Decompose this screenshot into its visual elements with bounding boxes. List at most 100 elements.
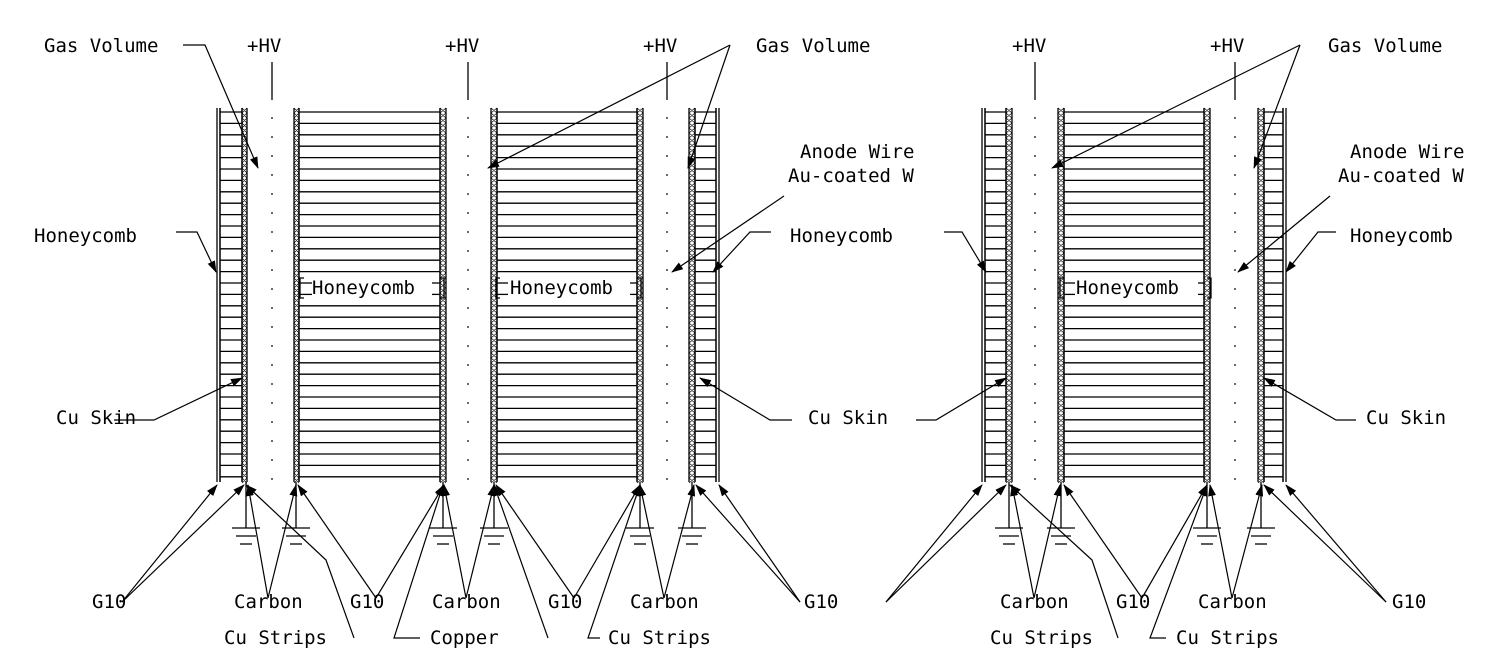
- honeycomb-panel: [984, 108, 1007, 482]
- label-gas-volume: Gas Volume: [44, 35, 158, 57]
- honeycomb-arrow: [944, 231, 987, 273]
- label-anode-wire: Anode Wire: [800, 141, 914, 163]
- anode-wire: [1234, 440, 1236, 442]
- anode-wire: [467, 478, 469, 480]
- anode-wire: [1034, 345, 1036, 347]
- anode-wire: [1234, 136, 1236, 138]
- gas-volume-arrow: [183, 44, 259, 169]
- label-g10: G10: [804, 591, 838, 613]
- cu-skin-arrow: [114, 377, 243, 421]
- anode-wire: [666, 421, 668, 423]
- anode-wire: [271, 117, 273, 119]
- anode-wire-arrow: [671, 195, 785, 273]
- carbon-layer: [1257, 107, 1265, 484]
- anode-wire: [1034, 478, 1036, 480]
- g10-arrow: [1263, 484, 1387, 603]
- honeycomb-panel: [694, 108, 717, 482]
- copper-layer: [439, 107, 447, 484]
- anode-wire: [1034, 421, 1036, 423]
- anode-wire: [467, 250, 469, 252]
- anode-wire: [1234, 459, 1236, 461]
- anode-wire: [1234, 269, 1236, 271]
- honeycomb-arrow: [176, 231, 217, 273]
- label-carbon: Carbon: [234, 591, 303, 613]
- anode-wire: [271, 345, 273, 347]
- anode-wire: [1234, 478, 1236, 480]
- anode-wire: [1234, 250, 1236, 252]
- g10-arrow: [1063, 484, 1143, 599]
- anode-wire: [666, 326, 668, 328]
- anode-wire: [467, 193, 469, 195]
- label-g10: G10: [1116, 591, 1150, 613]
- label-hv: +HV: [1012, 35, 1046, 57]
- anode-wire: [271, 288, 273, 290]
- anode-wire: [271, 326, 273, 328]
- label-g10: G10: [548, 591, 582, 613]
- anode-wire: [1034, 364, 1036, 366]
- anode-wire: [467, 307, 469, 309]
- g10-arrow: [297, 484, 377, 599]
- anode-wire: [666, 288, 668, 290]
- anode-wire: [1234, 326, 1236, 328]
- anode-wire: [1234, 421, 1236, 423]
- anode-wire: [666, 231, 668, 233]
- strip-crosshatch: [490, 107, 498, 484]
- anode-wire: [271, 174, 273, 176]
- anode-wire-plane: [271, 62, 273, 480]
- cu-strip-layer: [1005, 107, 1013, 484]
- anode-wire: [1034, 155, 1036, 157]
- anode-wire: [1234, 307, 1236, 309]
- g10-arrow: [885, 484, 1007, 603]
- anode-wire: [666, 345, 668, 347]
- anode-wire: [271, 364, 273, 366]
- cu-strips-arrow: [1149, 484, 1208, 639]
- label-honeycomb: Honeycomb: [34, 225, 137, 247]
- anode-wire: [666, 212, 668, 214]
- carbon-arrow: [1208, 484, 1233, 599]
- anode-wire: [666, 440, 668, 442]
- carbon-arrow: [663, 484, 696, 599]
- gas-volume-arrow: [1253, 44, 1301, 169]
- label-carbon: Carbon: [1198, 591, 1267, 613]
- chamber-layers: [216, 62, 1287, 484]
- carbon-arrow: [1010, 484, 1035, 599]
- anode-wire: [1034, 193, 1036, 195]
- label-hv: +HV: [1210, 35, 1244, 57]
- label-cu-skin: Cu Skin: [56, 407, 136, 429]
- anode-wire: [271, 440, 273, 442]
- label-cu-strips: Cu Strips: [1176, 627, 1279, 649]
- anode-wire: [1034, 288, 1036, 290]
- anode-wire: [467, 364, 469, 366]
- g10-arrow: [695, 484, 801, 603]
- anode-wire: [467, 345, 469, 347]
- anode-wire: [666, 459, 668, 461]
- honeycomb-panel: [219, 108, 243, 482]
- label-cu-skin: Cu Skin: [808, 407, 888, 429]
- carbon-layer: [293, 107, 300, 484]
- anode-wire: [1234, 155, 1236, 157]
- g10-arrow: [121, 484, 218, 603]
- label-cu-strips: Cu Strips: [608, 627, 711, 649]
- strip-crosshatch: [1203, 107, 1211, 484]
- anode-wire: [1034, 326, 1036, 328]
- carbon-arrow: [1033, 484, 1062, 599]
- g10-arrow: [1141, 484, 1208, 599]
- label-copper: Copper: [430, 627, 499, 649]
- anode-wire-plane: [1034, 62, 1036, 480]
- callout-arrows: [114, 44, 1387, 639]
- gas-volume-arrow: [687, 44, 731, 169]
- strip-crosshatch: [1057, 107, 1065, 484]
- cu-strips-arrow: [1009, 484, 1119, 639]
- anode-wire: [666, 250, 668, 252]
- anode-wire: [1034, 383, 1036, 385]
- label-honeycomb: Honeycomb: [1350, 225, 1453, 247]
- strip-crosshatch: [1257, 107, 1265, 484]
- label-cu-strips: Cu Strips: [224, 627, 327, 649]
- anode-wire: [1034, 174, 1036, 176]
- anode-wire: [1234, 402, 1236, 404]
- strip-crosshatch: [1005, 107, 1013, 484]
- ground-symbol: [282, 482, 310, 545]
- g10-arrow: [495, 484, 575, 599]
- label-honeycomb: Honeycomb: [510, 277, 613, 299]
- anode-wire: [467, 231, 469, 233]
